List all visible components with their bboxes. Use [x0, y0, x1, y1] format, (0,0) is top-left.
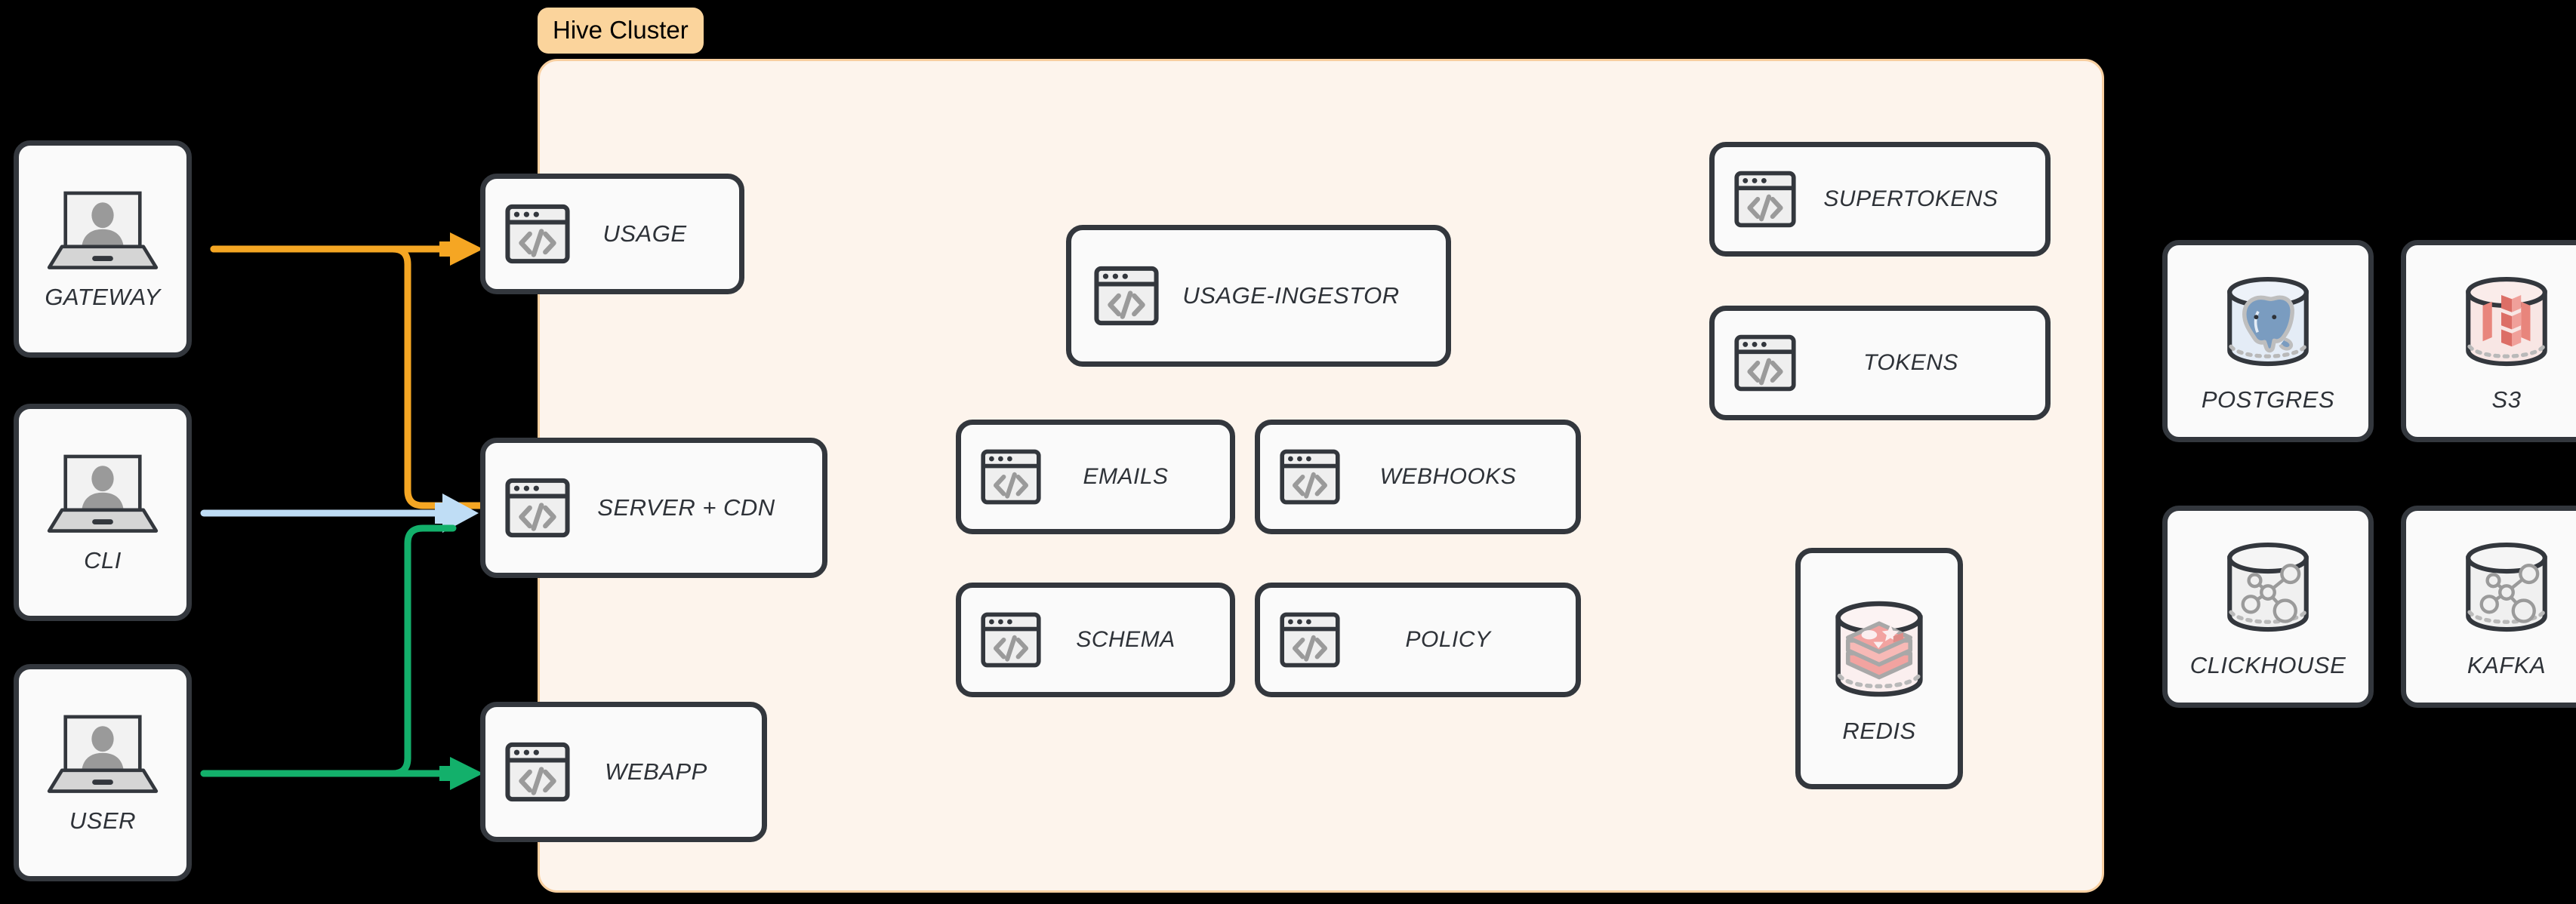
datastore-card-kafka[interactable]: KAFKA [2401, 506, 2576, 708]
client-label-gateway: GATEWAY [45, 284, 161, 310]
laptop-user-icon [45, 711, 161, 798]
service-card-schema[interactable]: SCHEMA [956, 583, 1235, 697]
arrowhead-user-webapp [439, 757, 483, 790]
service-card-usage[interactable]: USAGE [480, 174, 744, 294]
code-window-icon [981, 448, 1041, 506]
code-window-icon [1094, 266, 1159, 326]
service-label-wrap: SUPERTOKENS [1796, 186, 2026, 212]
hive-cluster-badge: Hive Cluster [538, 8, 704, 54]
network-cylinder-icon [2215, 534, 2321, 640]
service-label-policy: POLICY [1405, 627, 1491, 652]
s3-cylinder-icon [2454, 269, 2559, 374]
service-card-webapp[interactable]: WEBAPP [480, 702, 767, 842]
arrowhead-gateway-usage [439, 232, 483, 266]
datastore-label-s3: S3 [2491, 386, 2522, 413]
client-label-cli: CLI [84, 547, 122, 573]
datastore-label-postgres: POSTGRES [2201, 386, 2335, 413]
service-card-usage-ingestor[interactable]: USAGE-INGESTOR [1066, 225, 1451, 367]
code-window-icon [1734, 334, 1796, 392]
redis-cylinder-icon [1823, 592, 1936, 706]
code-window-icon [1280, 611, 1340, 669]
datastore-label-kafka: KAFKA [2467, 652, 2547, 678]
service-label-webapp: WEBAPP [605, 758, 707, 785]
datastore-card-redis[interactable]: REDIS [1795, 548, 1963, 789]
datastore-card-postgres[interactable]: POSTGRES [2162, 240, 2374, 442]
service-card-server-cdn[interactable]: SERVER + CDN [480, 438, 827, 578]
laptop-user-icon [45, 450, 161, 538]
client-card-cli[interactable]: CLI [14, 404, 192, 621]
code-window-icon [505, 478, 570, 538]
service-label-webhooks: WEBHOOKS [1379, 464, 1517, 489]
datastore-card-s3[interactable]: S3 [2401, 240, 2576, 442]
service-label-usage-ingestor: USAGE-INGESTOR [1182, 282, 1400, 309]
datastore-card-clickhouse[interactable]: CLICKHOUSE [2162, 506, 2374, 708]
service-label-wrap: EMAILS [1041, 464, 1210, 490]
service-card-tokens[interactable]: TOKENS [1709, 306, 2051, 420]
service-card-emails[interactable]: EMAILS [956, 420, 1235, 534]
service-label-server-cdn: SERVER + CDN [597, 494, 775, 521]
service-label-wrap: WEBAPP [570, 758, 742, 786]
service-label-wrap: USAGE [570, 220, 719, 248]
code-window-icon [1734, 170, 1796, 229]
service-label-schema: SCHEMA [1076, 627, 1176, 652]
service-label-emails: EMAILS [1083, 464, 1169, 489]
service-label-wrap: SCHEMA [1041, 627, 1210, 653]
code-window-icon [505, 742, 570, 802]
client-label-user: USER [69, 807, 137, 834]
service-card-webhooks[interactable]: WEBHOOKS [1255, 420, 1581, 534]
code-window-icon [981, 611, 1041, 669]
client-card-gateway[interactable]: GATEWAY [14, 140, 192, 358]
network-cylinder-icon [2454, 534, 2559, 640]
service-label-tokens: TOKENS [1863, 350, 1958, 375]
client-card-user[interactable]: USER [14, 664, 192, 881]
service-card-supertokens[interactable]: SUPERTOKENS [1709, 142, 2051, 257]
postgres-cylinder-icon [2215, 269, 2321, 374]
arrowhead-cli-server [435, 494, 479, 533]
hive-cluster-badge-label: Hive Cluster [553, 16, 689, 44]
service-card-policy[interactable]: POLICY [1255, 583, 1581, 697]
service-label-wrap: TOKENS [1796, 350, 2026, 376]
datastore-label-redis: REDIS [1842, 718, 1916, 744]
service-label-supertokens: SUPERTOKENS [1823, 186, 1998, 211]
datastore-label-clickhouse: CLICKHOUSE [2189, 652, 2346, 678]
service-label-wrap: WEBHOOKS [1340, 464, 1556, 490]
service-label-wrap: POLICY [1340, 627, 1556, 653]
service-label-wrap: USAGE-INGESTOR [1159, 282, 1423, 309]
code-window-icon [505, 204, 570, 264]
edge-user [200, 524, 457, 777]
service-label-wrap: SERVER + CDN [570, 494, 803, 521]
service-label-usage: USAGE [602, 220, 687, 247]
code-window-icon [1280, 448, 1340, 506]
laptop-user-icon [45, 187, 161, 275]
